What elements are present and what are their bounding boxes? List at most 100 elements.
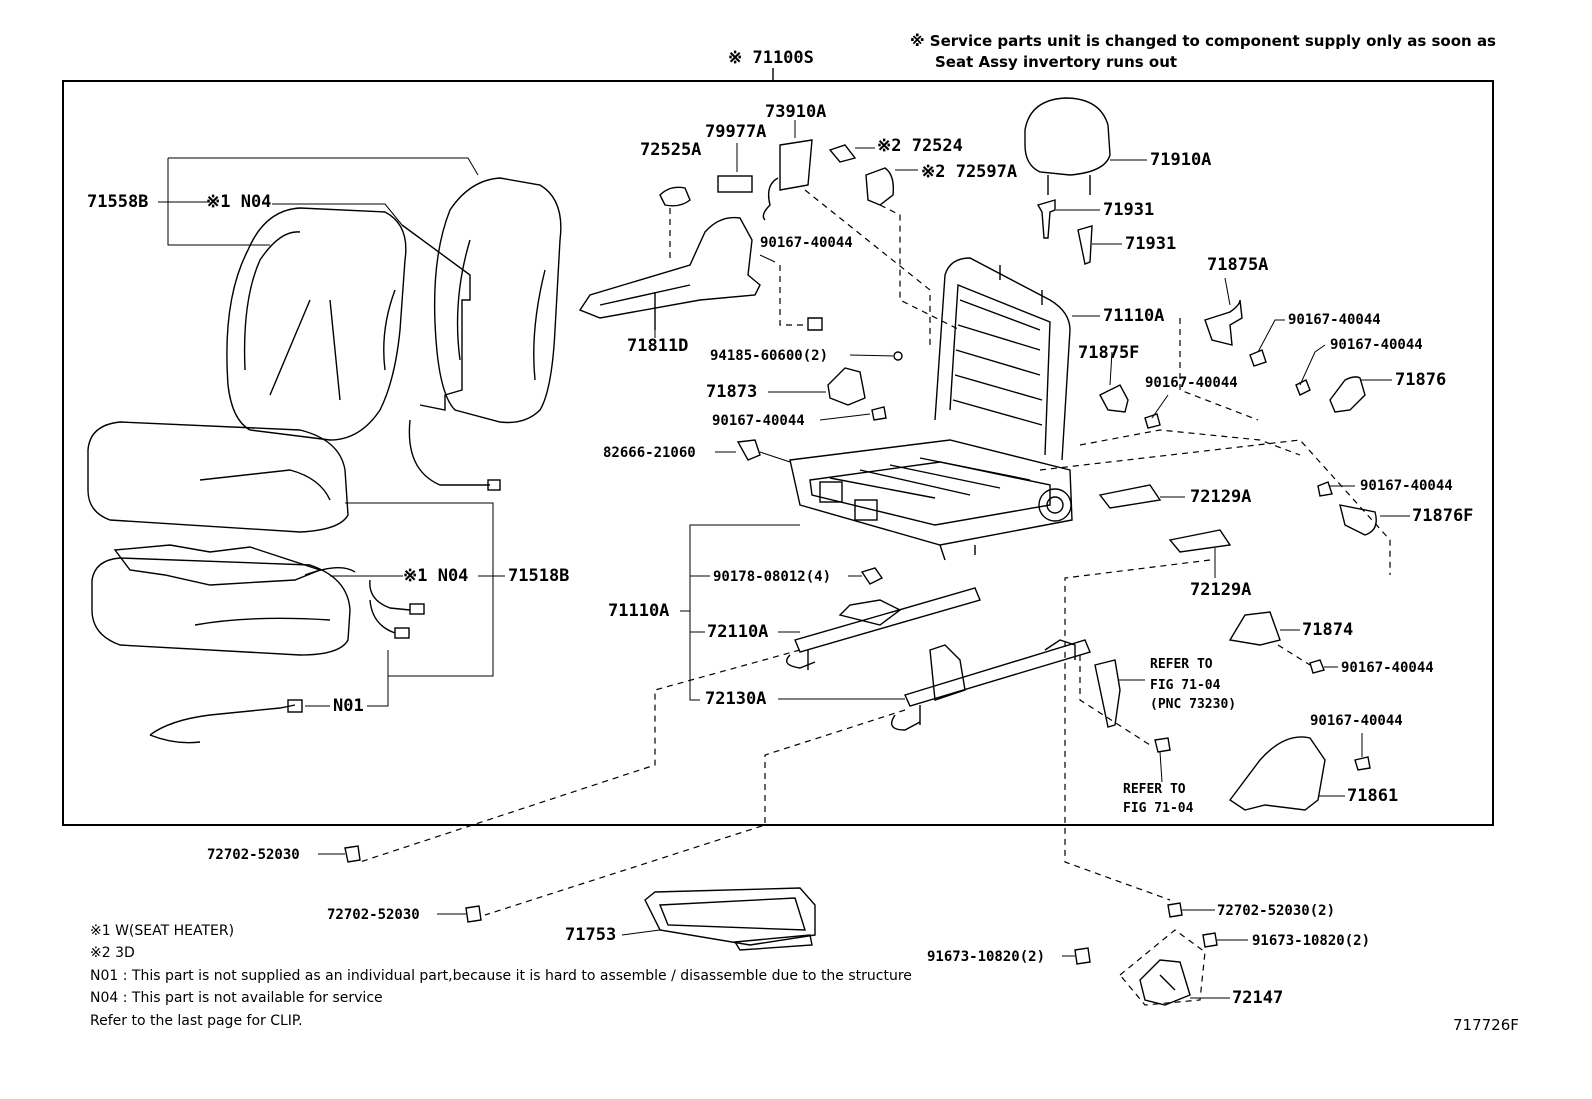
leader-N01: [367, 650, 389, 707]
seat-rail-drawing: [786, 587, 1091, 731]
nut-90178: [860, 567, 884, 585]
callout-72110A[interactable]: 72110A: [707, 622, 769, 642]
callout-72702-b[interactable]: 72702-52030: [327, 907, 420, 923]
legend-n04: N04 : This part is not available for ser…: [90, 990, 383, 1006]
callout-71875F[interactable]: 71875F: [1078, 343, 1140, 363]
assembly-frame: [62, 80, 1494, 826]
nut-94185: [893, 351, 903, 361]
callout-72129A-a[interactable]: 72129A: [1190, 487, 1252, 507]
part-71875A-drawing: [1204, 299, 1243, 346]
callout-71876[interactable]: 71876: [1395, 370, 1447, 390]
part-82666-drawing: [736, 439, 761, 461]
service-note-line1: ※ Service parts unit is changed to compo…: [910, 32, 1496, 50]
callout-71811D[interactable]: 71811D: [627, 336, 689, 356]
callout-72130A[interactable]: 72130A: [705, 689, 767, 709]
dash-73910A: [804, 189, 931, 350]
callout-94185[interactable]: 94185-60600(2): [710, 348, 829, 364]
bolt-72702b: [465, 905, 482, 923]
dash-72147: [1064, 559, 1211, 901]
bolt-90167d: [871, 406, 887, 421]
callout-71931-b[interactable]: 71931: [1125, 234, 1177, 254]
part-71861-drawing: [1228, 736, 1326, 811]
part-71876F-drawing: [1339, 504, 1377, 536]
callout-72597A[interactable]: ※2 72597A: [921, 162, 1018, 182]
assy-code: ※ 71100S: [728, 48, 814, 68]
callout-91673-a[interactable]: 91673-10820(2): [927, 949, 1046, 965]
callout-82666[interactable]: 82666-21060: [603, 445, 696, 461]
service-note-line2: Seat Assy invertory runs out: [935, 53, 1178, 71]
part-71875F-drawing: [1099, 384, 1129, 413]
callout-71875A[interactable]: 71875A: [1207, 255, 1269, 275]
callout-90167-c[interactable]: 90167-40044: [1330, 337, 1423, 353]
callout-71874[interactable]: 71874: [1302, 620, 1354, 640]
callout-72525A[interactable]: 72525A: [640, 140, 702, 160]
part-71753-drawing: [644, 887, 816, 951]
callout-90167-g[interactable]: 90167-40044: [1341, 660, 1434, 676]
callout-71110A-top[interactable]: 71110A: [1103, 306, 1165, 326]
bolt-ref-73230: [1154, 737, 1171, 753]
callout-90167-d[interactable]: 90167-40044: [712, 413, 805, 429]
dash-72702b: [484, 709, 906, 916]
callout-71110A-left[interactable]: 71110A: [608, 601, 670, 621]
part-71874-drawing: [1228, 611, 1281, 646]
bolt-72702a: [344, 845, 361, 863]
dash-71874: [1277, 644, 1311, 666]
part-71876-drawing: [1329, 376, 1366, 413]
bolt-90167e: [1144, 413, 1161, 429]
seat-frame-drawing: [789, 257, 1073, 561]
callout-71910A[interactable]: 71910A: [1150, 150, 1212, 170]
callout-90167-f[interactable]: 90167-40044: [1360, 478, 1453, 494]
seatback-cover-drawing: [226, 177, 562, 491]
bolt-90167b: [1249, 349, 1267, 367]
callout-90167-b[interactable]: 90167-40044: [1288, 312, 1381, 328]
callout-N04-top[interactable]: ※1 N04: [206, 192, 272, 212]
part-72129A-b-drawing: [1168, 529, 1232, 553]
callout-90178[interactable]: 90178-08012(4): [713, 569, 832, 585]
callout-N01[interactable]: N01: [333, 696, 364, 716]
callout-72147[interactable]: 72147: [1232, 988, 1284, 1008]
dash-90167a: [779, 265, 805, 326]
part-72524-drawing: [828, 144, 857, 163]
leader-71518B: [345, 502, 494, 677]
bolt-90167h: [1354, 756, 1371, 771]
dash-73230: [1079, 655, 1151, 746]
refer-71-04-b-line1[interactable]: REFER TO: [1123, 782, 1186, 797]
bolt-90167c: [1295, 379, 1311, 396]
callout-72129A-b[interactable]: 72129A: [1190, 580, 1252, 600]
callout-72702-c[interactable]: 72702-52030(2): [1217, 903, 1336, 919]
part-79977A-drawing: [717, 175, 753, 193]
refer-71-04-line1[interactable]: REFER TO: [1150, 657, 1213, 672]
callout-71753[interactable]: 71753: [565, 925, 617, 945]
callout-71518B[interactable]: 71518B: [508, 566, 570, 586]
legend-n01: N01 : This part is not supplied as an in…: [90, 968, 912, 984]
callout-71931-a[interactable]: 71931: [1103, 200, 1155, 220]
callout-N04-mid[interactable]: ※1 N04: [403, 566, 469, 586]
callout-71861[interactable]: 71861: [1347, 786, 1399, 806]
callout-91673-b[interactable]: 91673-10820(2): [1252, 933, 1371, 949]
callout-72702-a[interactable]: 72702-52030: [207, 847, 300, 863]
callout-71876F[interactable]: 71876F: [1412, 506, 1474, 526]
callout-71873[interactable]: 71873: [706, 382, 758, 402]
leader-71558B-b: [168, 157, 479, 176]
callout-72524[interactable]: ※2 72524: [877, 136, 963, 156]
dash-right-b: [1079, 429, 1301, 456]
refer-71-04-line3[interactable]: (PNC 73230): [1150, 697, 1237, 712]
callout-90167-h[interactable]: 90167-40044: [1310, 713, 1403, 729]
callout-73910A[interactable]: 73910A: [765, 102, 827, 122]
seat-cushion-drawing: [87, 421, 425, 744]
callout-79977A[interactable]: 79977A: [705, 122, 767, 142]
part-72147-drawing: [1119, 929, 1206, 1006]
dash-right-a: [1179, 318, 1259, 421]
dash-72702a: [359, 649, 801, 863]
legend-clip-note: Refer to the last page for CLIP.: [90, 1013, 303, 1029]
refer-71-04-b-line2[interactable]: FIG 71-04: [1123, 801, 1194, 816]
bolt-91673b: [1202, 932, 1218, 948]
callout-90167-a[interactable]: 90167-40044: [760, 235, 853, 251]
leader-N04-top: [272, 203, 403, 226]
refer-71-04-line2[interactable]: FIG 71-04: [1150, 678, 1221, 693]
part-71873-drawing: [827, 367, 866, 406]
legend-seat-heater: ※1 W(SEAT HEATER): [90, 923, 235, 939]
callout-90167-e[interactable]: 90167-40044: [1145, 375, 1238, 391]
part-72129A-a-drawing: [1098, 484, 1162, 509]
callout-71558B[interactable]: 71558B: [87, 192, 149, 212]
